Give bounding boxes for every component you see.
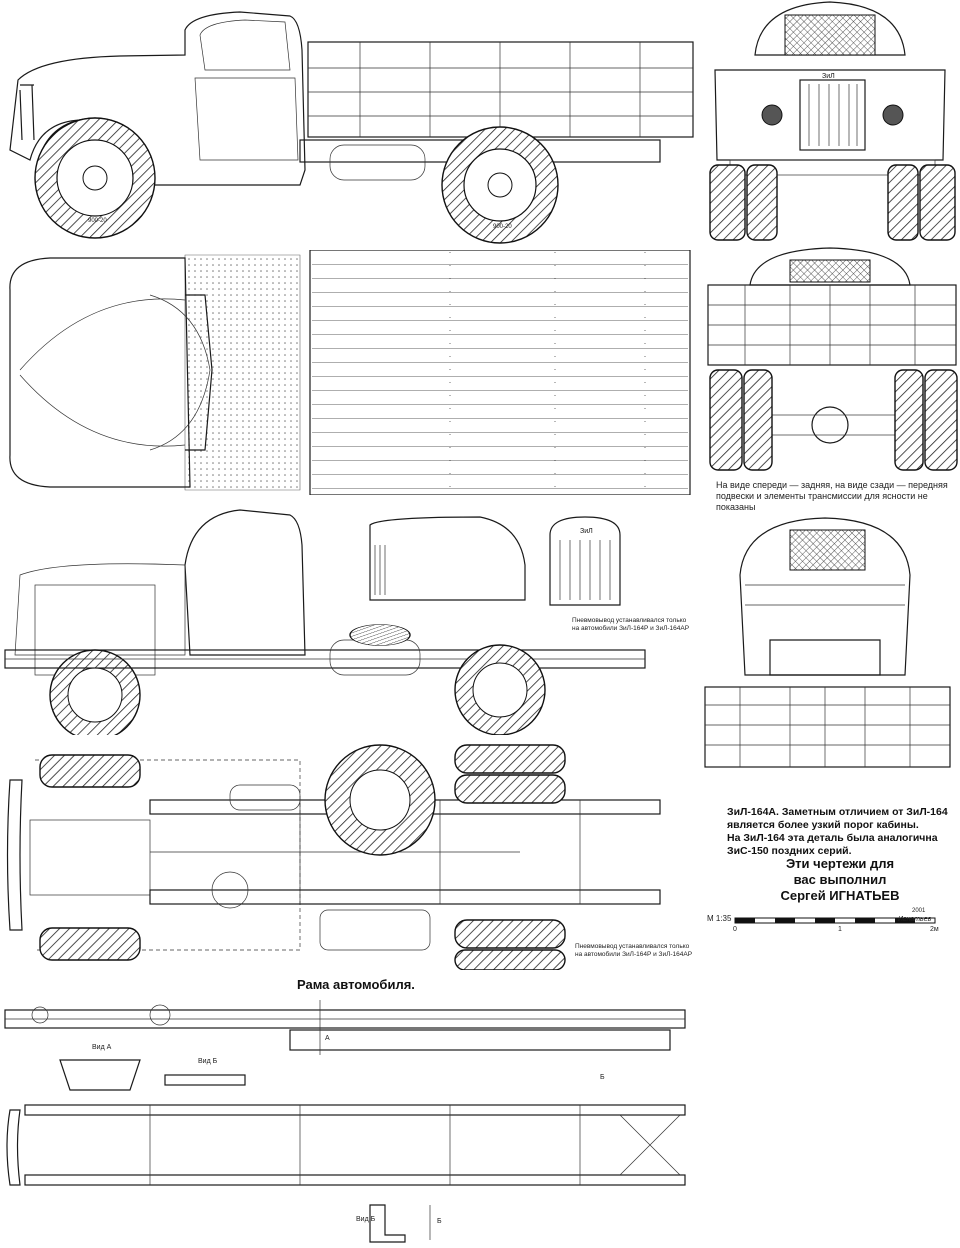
frame-view-b2: Вид Б xyxy=(356,1216,376,1223)
scale-year: 2001 xyxy=(912,908,926,914)
frame-mark-b2: Б xyxy=(437,1218,442,1225)
grille-badge-front: ЗиЛ xyxy=(822,73,835,80)
tire-label-rear: 900-20 xyxy=(493,224,512,230)
description-line-2: является более узкий порог кабины. xyxy=(727,819,919,831)
views-note-line-2: подвески и элементы трансмиссии для ясно… xyxy=(716,491,928,512)
description-line-4: ЗиС-150 поздних серий. xyxy=(727,845,852,857)
frame-title: Рама автомобиля. xyxy=(297,977,415,992)
front-view-drawing: ЗиЛ xyxy=(705,0,960,245)
pneumo-note-1-line-1: Пневмовывод устанавливался только xyxy=(572,617,687,624)
grille-badge-part: ЗиЛ xyxy=(580,528,593,535)
scale-tick-0: 0 xyxy=(733,926,737,933)
description-line-1: ЗиЛ-164А. Заметным отличием от ЗиЛ-164 xyxy=(727,806,948,818)
pneumo-note-1-line-2: на автомобили ЗиЛ-164Р и ЗиЛ-164АР xyxy=(572,625,690,632)
model-description: ЗиЛ-164А. Заметным отличием от ЗиЛ-164 я… xyxy=(727,806,957,858)
views-note: На виде спереди — задняя, на виде сзади … xyxy=(716,480,956,513)
description-line-3: На ЗиЛ-164 эта деталь была аналогична xyxy=(727,832,938,844)
views-note-line-1: На виде спереди — задняя, на виде сзади … xyxy=(716,480,948,490)
credit-line-2: вас выполнил xyxy=(793,872,887,887)
scale-tick-2: 2м xyxy=(930,926,939,933)
frame-detail-parts xyxy=(50,1050,350,1110)
frame-view-a: Вид А xyxy=(92,1044,112,1051)
side-cutaway-drawing: ЗиЛ xyxy=(0,505,700,735)
scale-signature: Игнатьев xyxy=(898,916,932,923)
frame-side-view-drawing xyxy=(0,995,700,1065)
scale-bar xyxy=(705,910,960,940)
author-credit: Эти чертежи для вас выполнил Сергей ИГНА… xyxy=(740,856,940,904)
chassis-top-view-drawing xyxy=(0,740,700,970)
scale-label: М 1:35 xyxy=(707,914,732,923)
pneumo-note-1: Пневмовывод устанавливался только на авт… xyxy=(572,617,702,633)
scale-tick-1: 1 xyxy=(838,926,842,933)
credit-line-3: Сергей ИГНАТЬЕВ xyxy=(780,888,900,903)
frame-top-view-drawing xyxy=(0,1090,700,1200)
tire-label-front: 900-20 xyxy=(88,218,107,224)
frame-mark-b: Б xyxy=(600,1074,605,1081)
frame-view-b: Вид Б xyxy=(198,1058,218,1065)
rear-view-drawing xyxy=(705,245,960,475)
frame-mark-a: А xyxy=(325,1035,330,1042)
frame-bracket-part xyxy=(360,1200,460,1245)
rear-cab-detail-drawing xyxy=(700,515,960,775)
pneumo-note-2: Пневмовывод устанавливался только на авт… xyxy=(575,943,705,959)
credit-line-1: Эти чертежи для xyxy=(785,856,895,871)
pneumo-note-2-line-2: на автомобили ЗиЛ-164Р и ЗиЛ-164АР xyxy=(575,951,693,958)
pneumo-note-2-line-1: Пневмовывод устанавливался только xyxy=(575,943,690,950)
top-view-drawing xyxy=(0,250,700,495)
side-view-drawing: 900-20 900-20 xyxy=(0,0,700,245)
